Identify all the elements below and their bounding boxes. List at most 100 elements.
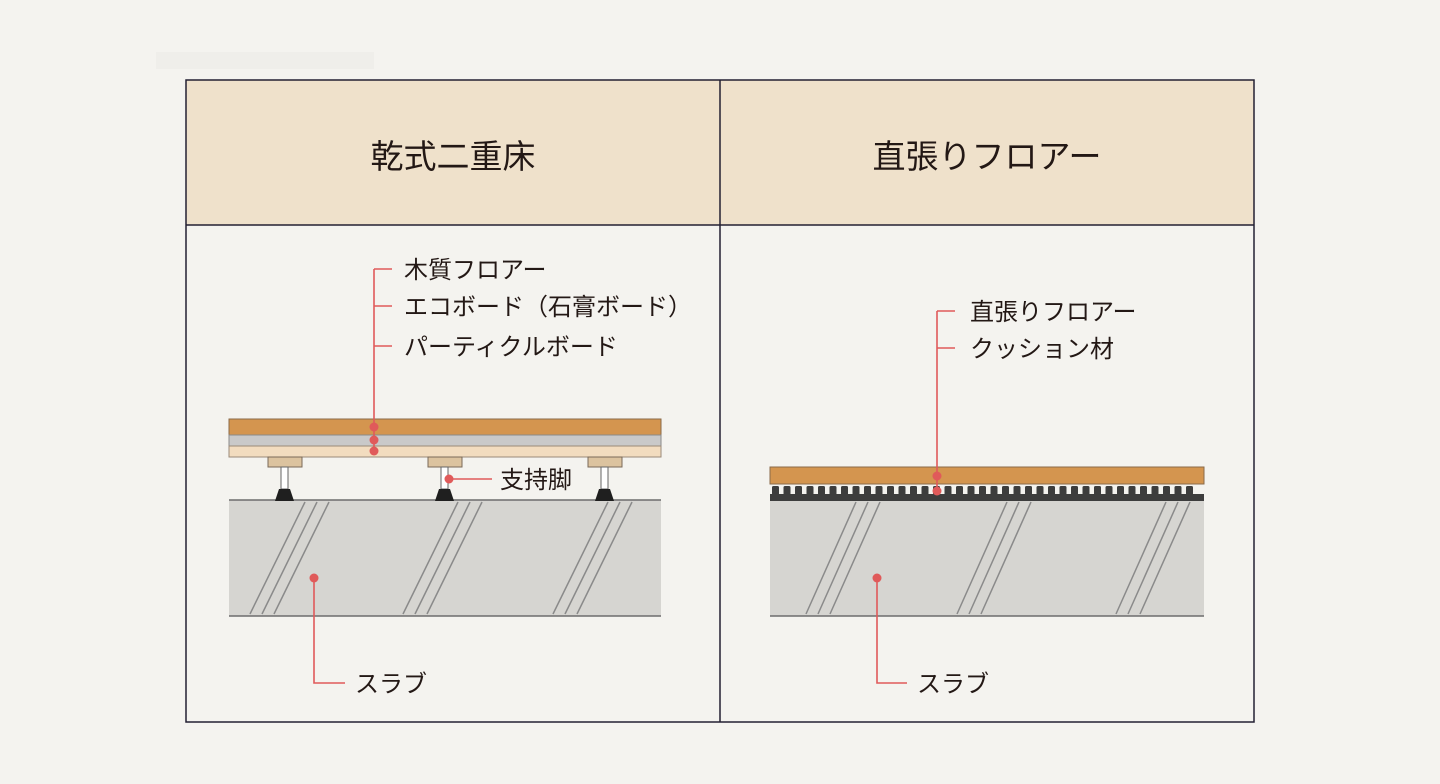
hatch-line (980, 501, 1032, 615)
column-title-direct: 直張りフロアー (872, 137, 1101, 176)
hatch-line (956, 501, 1008, 615)
layer-direct-floor (769, 466, 1205, 485)
cushion-bump (1094, 486, 1101, 495)
hatch-line (273, 501, 330, 615)
slab-dry-hatching (249, 501, 633, 615)
support-leg-bolt (280, 466, 289, 490)
hatch-line (829, 501, 881, 615)
cushion-bump (898, 486, 906, 495)
hatch-line (564, 501, 621, 615)
cushion-bump (944, 486, 952, 495)
support-leg-pad (427, 456, 463, 468)
cushion-bump (1163, 486, 1170, 495)
cushion-bump (795, 486, 802, 495)
cushion-bump (864, 486, 871, 495)
hatch-line (968, 501, 1020, 615)
cushion-bump (1025, 486, 1032, 495)
label-slab-direct: スラブ (917, 670, 989, 698)
support-leg-base (595, 489, 614, 501)
cushion-bump (783, 486, 791, 495)
support-leg (587, 456, 623, 501)
label-support-leg: 支持脚 (500, 466, 572, 494)
label-slab-dry: スラブ (355, 670, 427, 698)
slab-direct-hatching (805, 501, 1191, 615)
support-leg-pad (587, 456, 623, 468)
support-leg (267, 456, 303, 501)
cushion-bump (1174, 486, 1182, 495)
hatch-line (414, 501, 471, 615)
slab-direct (770, 500, 1204, 616)
support-leg-bolt (600, 466, 609, 490)
hatch-line (1127, 501, 1179, 615)
header-cell-dry (186, 80, 720, 225)
hatch-line (261, 501, 318, 615)
cushion-bump (1186, 486, 1193, 495)
support-leg-base (435, 489, 454, 501)
leader-dot (872, 573, 882, 583)
label-wood-floor: 木質フロアー (404, 256, 547, 284)
slab-dry (229, 500, 661, 616)
hatch-line (402, 501, 459, 615)
cushion-bump (875, 486, 883, 495)
support-leg-pad (267, 456, 303, 468)
label-cushion: クッション材 (970, 335, 1114, 363)
label-direct-floor: 直張りフロアー (970, 298, 1137, 326)
leader-line (876, 578, 907, 684)
layer-eco-board (228, 434, 662, 447)
cushion-bump (990, 486, 998, 495)
cushion-bump (1151, 486, 1159, 495)
column-title-dry: 乾式二重床 (371, 137, 536, 176)
leader-lines-direct (876, 310, 955, 684)
hatch-line (426, 501, 483, 615)
cushion-bump (772, 486, 779, 495)
cushion-bump (979, 486, 986, 495)
leader-dot (932, 486, 942, 496)
cushion-bump (1117, 486, 1124, 495)
layer-wood-floor-dry (228, 418, 662, 436)
cushion-bump (1071, 486, 1078, 495)
body-cell-dry (186, 225, 720, 722)
cushion-bump (1128, 486, 1136, 495)
cushion-bump (1048, 486, 1055, 495)
cushion-bump (1059, 486, 1067, 495)
label-particle-board: パーティクルボード (404, 333, 618, 361)
cushion-bump (1105, 486, 1113, 495)
direct-floor-diagram: 直張りフロアー クッション材 スラブ (769, 298, 1205, 698)
leader-dot (309, 573, 319, 583)
cushion-bump (1013, 486, 1021, 495)
cushion-bump (921, 486, 929, 495)
leader-dot (369, 422, 379, 432)
leader-dot (932, 471, 942, 481)
cushion-bump (1082, 486, 1090, 495)
cushion-bump (1002, 486, 1009, 495)
label-eco-board: エコボード（石膏ボード） (404, 293, 692, 321)
cushion-bump (1036, 486, 1044, 495)
leader-dots-dry (309, 422, 454, 583)
cushion-bump (887, 486, 894, 495)
cushion-bump (818, 486, 825, 495)
leader-lines-dry (313, 268, 492, 684)
header-cell-direct (720, 80, 1254, 225)
hatch-line (1115, 501, 1167, 615)
hatch-line (1139, 501, 1191, 615)
leader-dot (369, 435, 379, 445)
hatch-line (249, 501, 306, 615)
faint-strip (156, 52, 374, 69)
cushion-bump (910, 486, 917, 495)
layer-cushion-teeth (772, 486, 1193, 495)
hatch-line (817, 501, 869, 615)
leader-dot (369, 446, 379, 456)
cushion-bump (967, 486, 975, 495)
leader-line (313, 578, 345, 684)
cushion-bump (1140, 486, 1147, 495)
leader-dots-direct (872, 471, 942, 583)
hatch-line (552, 501, 609, 615)
cushion-bump (829, 486, 837, 495)
support-leg (427, 456, 463, 501)
hatch-line (805, 501, 857, 615)
cushion-bump (956, 486, 963, 495)
layer-particle-board (228, 445, 662, 458)
cushion-bump (852, 486, 860, 495)
layer-cushion-base (770, 494, 1204, 501)
